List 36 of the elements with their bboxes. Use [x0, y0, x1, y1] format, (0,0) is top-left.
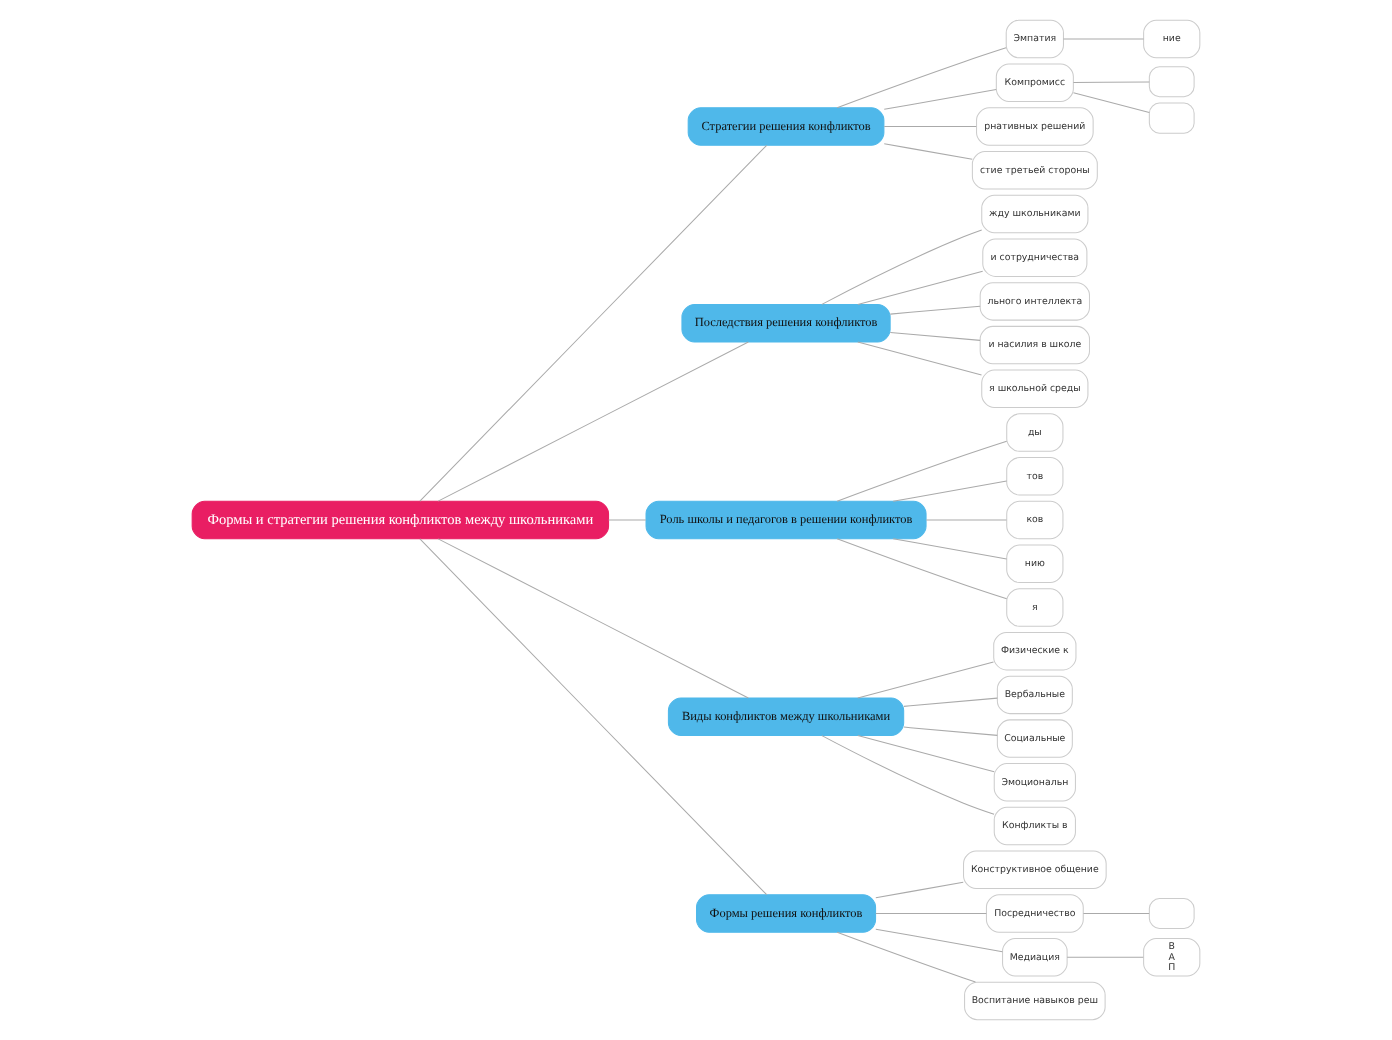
connector [889, 305, 981, 315]
connector [875, 881, 964, 899]
connector [903, 697, 998, 707]
connector [857, 661, 994, 699]
connector [419, 144, 768, 502]
connector [836, 440, 1008, 502]
node-box [1148, 102, 1195, 134]
connector [1082, 912, 1150, 914]
connector [419, 538, 768, 896]
connector [1072, 92, 1150, 114]
connector [883, 143, 973, 160]
connector [857, 735, 995, 773]
connector [857, 341, 983, 376]
connector [875, 912, 987, 914]
connector [875, 928, 1003, 953]
connector [836, 538, 1008, 600]
connector [836, 47, 1007, 109]
connector [437, 538, 749, 699]
connector [925, 519, 1007, 521]
connector [821, 229, 983, 305]
connector [892, 480, 1008, 502]
connector [883, 88, 997, 110]
connector [437, 341, 749, 502]
connector [1062, 38, 1145, 40]
connector [889, 331, 981, 341]
node-box [1148, 897, 1195, 930]
connector [883, 126, 977, 128]
connector [836, 931, 976, 983]
connector [821, 735, 995, 815]
connector [892, 538, 1008, 560]
connector [1066, 956, 1144, 958]
connector [857, 270, 984, 305]
connector [903, 726, 998, 736]
connector [1072, 81, 1150, 83]
node-box [1148, 66, 1195, 98]
connector [608, 519, 647, 521]
